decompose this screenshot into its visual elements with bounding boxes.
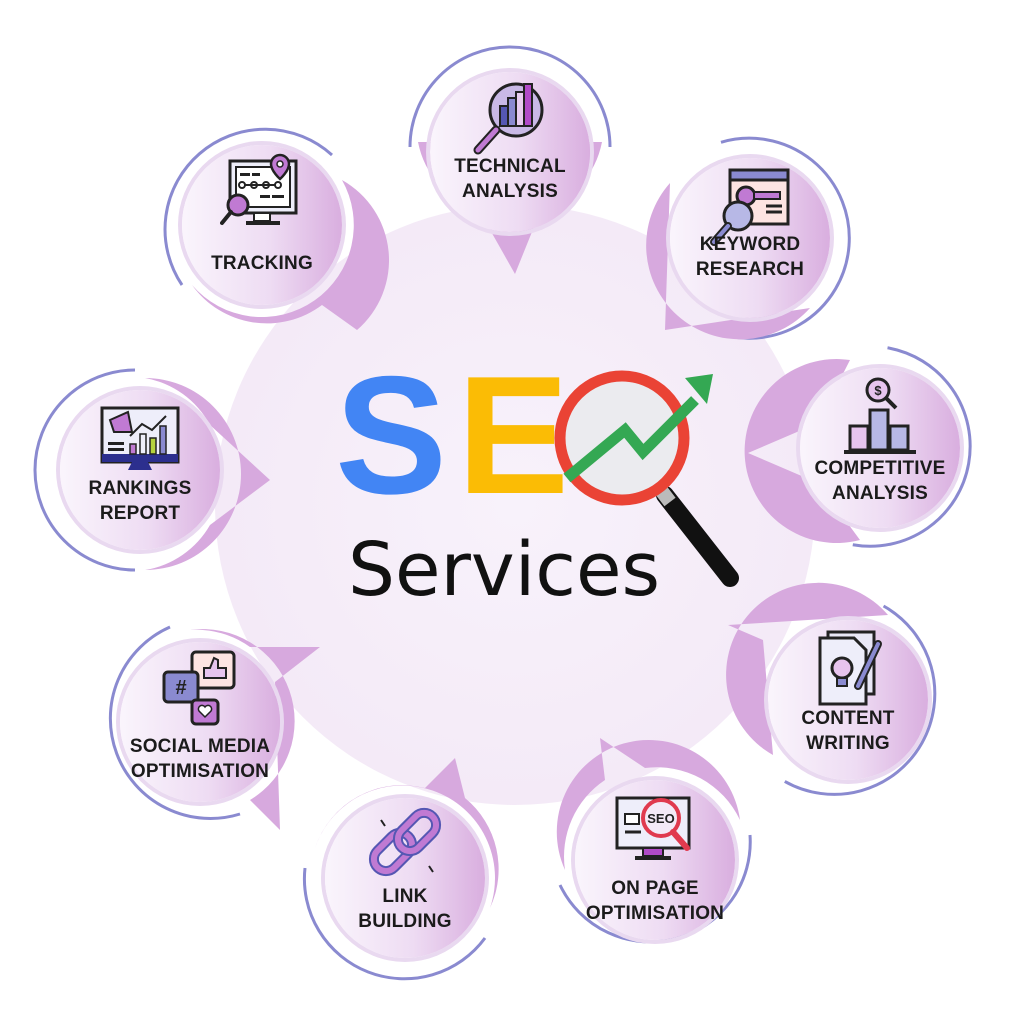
service-label: COMPETITIVE ANALYSIS (790, 456, 970, 506)
service-label: RANKINGS REPORT (50, 476, 230, 526)
bubble-shape (302, 758, 499, 981)
bubble-shape (726, 582, 937, 796)
key-magnifier-browser-icon (710, 168, 790, 246)
label-line2: ANALYSIS (832, 483, 928, 504)
label-line2: WRITING (806, 733, 890, 754)
label-line1: TRACKING (211, 253, 313, 274)
service-label: TECHNICAL ANALYSIS (420, 154, 600, 204)
monitor-location-magnifier-icon (220, 153, 298, 225)
label-line2: RESEARCH (695, 259, 805, 280)
magnifier-bar-chart-icon (473, 82, 544, 155)
seo-letter-s: S (335, 341, 448, 529)
seo-letter-e: E (457, 341, 570, 529)
label-line1: LINK (382, 886, 428, 907)
label-line1: SOCIAL MEDIA (129, 736, 271, 757)
svg-text:SEO: SEO (647, 811, 674, 826)
bubble-shape (744, 346, 972, 548)
dollar-magnifier-podium-icon: $ (844, 377, 916, 454)
chat-bubbles-like-hashtag-heart-icon: # (162, 650, 236, 726)
service-label: TRACKING (172, 251, 352, 276)
label-line1: RANKINGS (88, 478, 192, 499)
label-line1: ON PAGE (611, 878, 699, 899)
seo-magnifier-icon (554, 370, 739, 587)
service-label: ON PAGE OPTIMISATION (565, 876, 745, 926)
service-label: KEYWORD RESEARCH (660, 232, 840, 282)
label-line2: OPTIMISATION (130, 761, 270, 782)
bubble-shape (646, 136, 851, 340)
chain-link-icon (368, 807, 442, 877)
service-label: LINK BUILDING (315, 884, 495, 934)
services-subtitle: Services (348, 527, 661, 613)
bubble-shape (163, 127, 390, 330)
bubble-shape (556, 738, 752, 944)
svg-text:#: # (175, 677, 186, 699)
label-line1: CONTENT (801, 708, 895, 729)
seo-title: S E (335, 341, 570, 529)
label-line2: OPTIMISATION (585, 903, 725, 924)
bubble-shape (33, 368, 270, 572)
document-lightbulb-pencil-icon (818, 630, 882, 706)
svg-text:$: $ (874, 383, 882, 398)
label-line1: COMPETITIVE (814, 458, 946, 479)
label-line1: TECHNICAL (454, 156, 566, 177)
monitor-seo-magnifier-icon: SEO (615, 796, 691, 860)
bubble-shape (108, 625, 320, 830)
label-line2: BUILDING (358, 911, 452, 932)
label-line1: KEYWORD (699, 234, 801, 255)
service-label: SOCIAL MEDIA OPTIMISATION (100, 734, 300, 784)
service-label: CONTENT WRITING (758, 706, 938, 756)
label-line2: ANALYSIS (462, 181, 558, 202)
label-line2: REPORT (99, 503, 181, 524)
monitor-megaphone-chart-icon (100, 406, 180, 470)
